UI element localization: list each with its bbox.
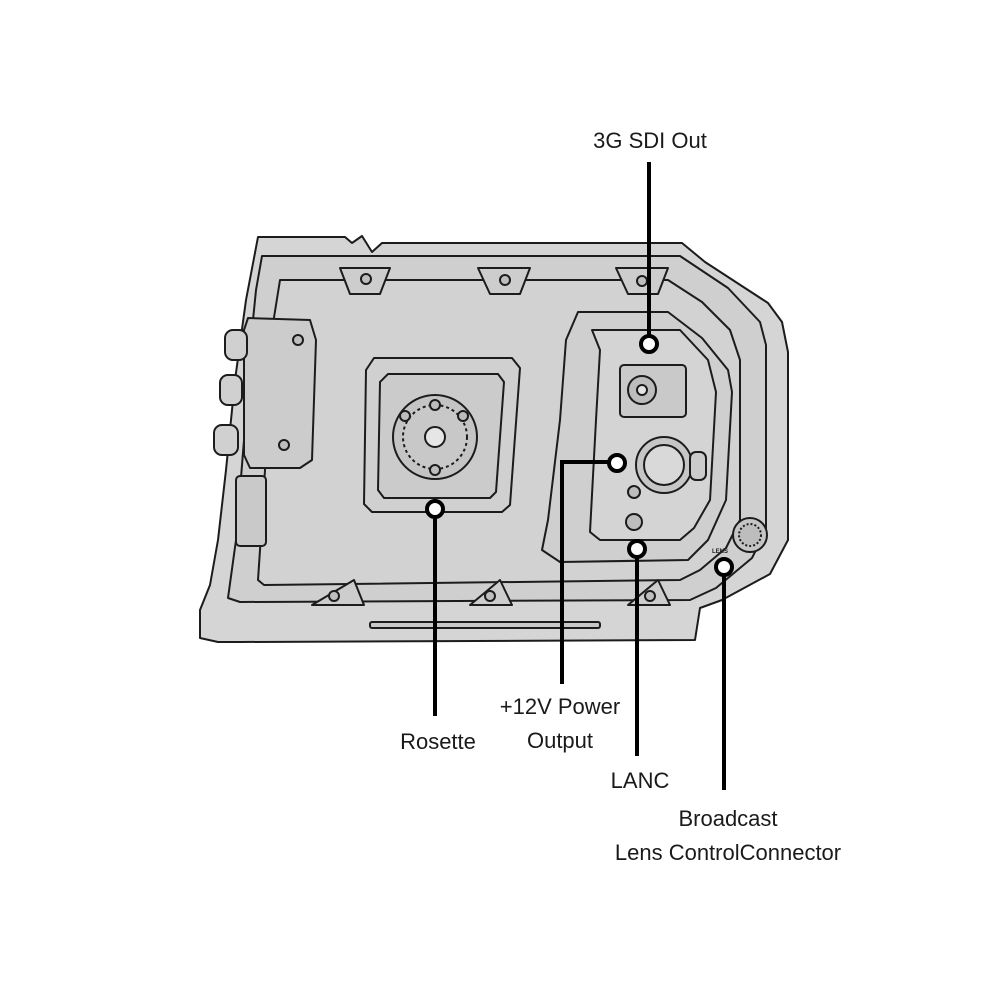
- leader-line-power-output: [560, 460, 609, 684]
- marker-lanc: [627, 539, 647, 559]
- callout-markers: [425, 334, 734, 577]
- side-knob-3: [213, 424, 239, 456]
- callout-label-sdi-out: 3G SDI Out: [593, 128, 707, 153]
- rosette-screw-bottom: [429, 464, 441, 476]
- side-xlr-port: [235, 475, 267, 547]
- camera-chassis: [199, 235, 789, 643]
- side-connector-strip: [243, 317, 317, 469]
- bottom-slot: [369, 621, 601, 629]
- power-xlr-inner: [643, 444, 685, 486]
- marker-power-output: [607, 453, 627, 473]
- side-knob-2: [219, 374, 243, 406]
- sdi-connector-pin: [636, 384, 648, 396]
- marker-lens-connector: [714, 557, 734, 577]
- callout-label-power-output: +12V Power Output: [499, 694, 621, 753]
- marker-rosette: [425, 499, 445, 519]
- connector-bay-inner: [589, 329, 717, 541]
- lens-connector-face: [738, 523, 762, 547]
- leader-lines: [433, 162, 726, 790]
- marker-sdi-out: [639, 334, 659, 354]
- rosette-screw-top: [429, 399, 441, 411]
- callout-label-rosette: Rosette: [400, 729, 476, 754]
- lanc-port: [625, 513, 643, 531]
- side-knob-1: [224, 329, 248, 361]
- power-screw: [627, 485, 641, 499]
- rosette-screw-right: [457, 410, 469, 422]
- rosette-center: [424, 426, 446, 448]
- callout-label-lanc: LANC: [610, 768, 670, 793]
- callout-label-lens-connector: Broadcast Lens ControlConnector: [614, 806, 842, 865]
- power-xlr-latch: [689, 451, 707, 481]
- rosette-screw-left: [399, 410, 411, 422]
- lens-panel-marking: LENS: [712, 549, 728, 555]
- panel-screws: [278, 273, 656, 602]
